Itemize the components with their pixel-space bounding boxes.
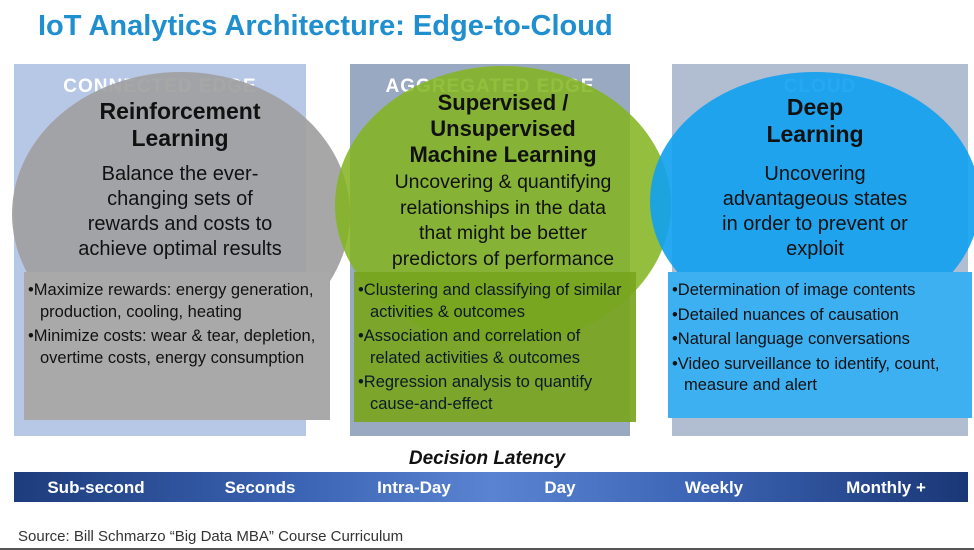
description-line: relationships in the data — [400, 196, 606, 219]
deep-learning-title: Deep Learning — [665, 94, 965, 148]
deep-learning-box: •Determination of image contents •Detail… — [668, 272, 972, 418]
bottom-divider — [0, 548, 974, 550]
description-line: changing sets of — [107, 188, 253, 210]
machine-learning-title: Supervised / Unsupervised Machine Learni… — [345, 90, 661, 168]
list-item: •Minimize costs: wear & tear, depletion,… — [28, 327, 316, 367]
title-line: Learning — [766, 121, 864, 147]
page-title: IoT Analytics Architecture: Edge-to-Clou… — [38, 10, 613, 42]
reinforcement-learning-description: Balance the ever- changing sets of rewar… — [30, 162, 330, 262]
latency-tick: Monthly + — [846, 478, 926, 497]
decision-latency-scale — [14, 472, 968, 502]
source-citation: Source: Bill Schmarzo “Big Data MBA” Cou… — [18, 528, 404, 545]
latency-tick: Seconds — [224, 478, 296, 497]
list-item: •Detailed nuances of causation — [672, 305, 899, 324]
deep-learning-description: Uncovering advantageous states in order … — [665, 162, 965, 262]
list-item: •Regression analysis to quantify cause-a… — [358, 373, 593, 413]
reinforcement-learning-box: •Maximize rewards: energy generation, pr… — [24, 272, 330, 420]
title-line: Supervised / — [437, 90, 569, 115]
latency-tick: Sub-second — [47, 478, 145, 497]
description-line: Uncovering & quantifying — [394, 171, 612, 193]
list-item: •Video surveillance to identify, count, … — [672, 354, 940, 395]
description-line: advantageous states — [722, 188, 908, 210]
list-item: •Clustering and classifying of similar a… — [358, 281, 622, 321]
list-item: •Maximize rewards: energy generation, pr… — [28, 281, 314, 321]
title-line: Machine Learning — [409, 142, 597, 167]
description-line: Uncovering — [764, 163, 866, 185]
machine-learning-description: Uncovering & quantifying relationships i… — [345, 170, 661, 272]
title-line: Deep — [786, 94, 844, 120]
list-item: •Determination of image contents — [672, 281, 916, 299]
description-line: exploit — [786, 238, 844, 260]
latency-tick: Intra-Day — [377, 478, 451, 497]
latency-tick: Weekly — [684, 478, 744, 497]
description-line: that might be better — [418, 222, 588, 244]
title-line: Unsupervised — [430, 116, 576, 141]
description-line: predictors of performance — [391, 247, 615, 270]
description-line: Balance the ever- — [101, 163, 259, 185]
latency-tick: Day — [544, 478, 576, 497]
reinforcement-learning-title: Reinforcement Learning — [30, 98, 330, 152]
title-line: Reinforcement — [99, 98, 261, 124]
decision-latency-label: Decision Latency — [408, 448, 566, 469]
list-item: •Natural language conversations — [672, 330, 910, 348]
title-line: Learning — [131, 125, 229, 151]
machine-learning-box: •Clustering and classifying of similar a… — [354, 272, 636, 422]
description-line: rewards and costs to — [87, 213, 273, 235]
description-line: in order to prevent or — [722, 213, 908, 235]
description-line: achieve optimal results — [78, 238, 282, 260]
list-item: •Association and correlation of related … — [358, 327, 581, 367]
